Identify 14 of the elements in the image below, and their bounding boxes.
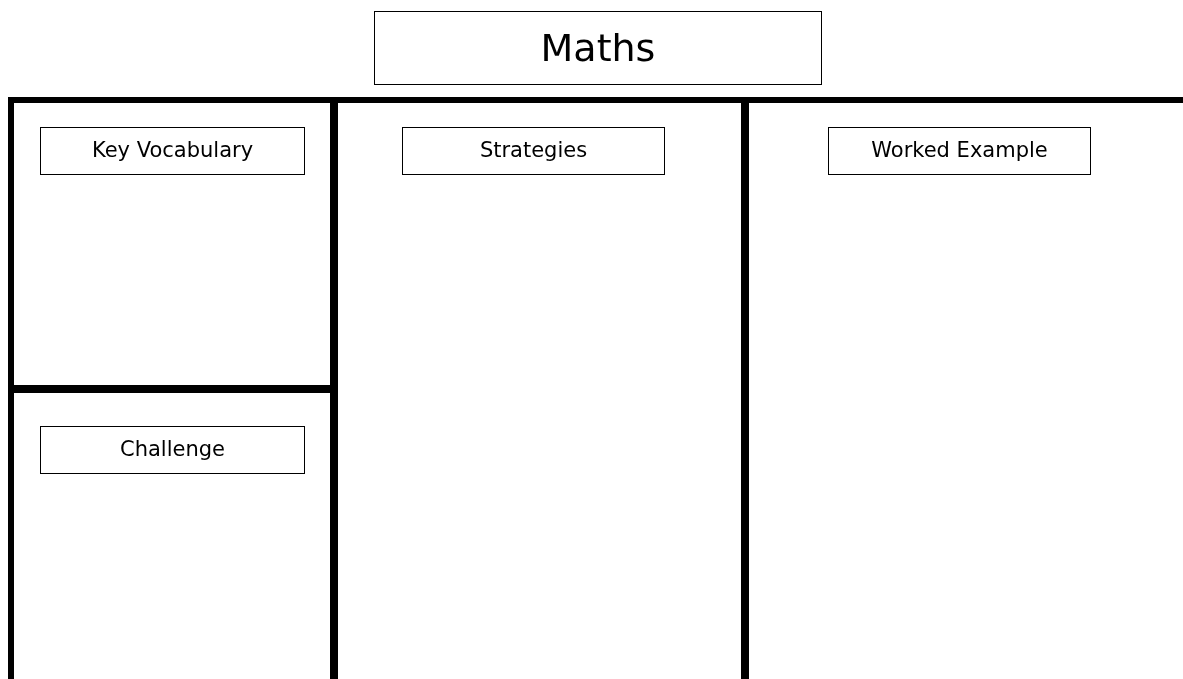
heading-text: Worked Example bbox=[871, 137, 1048, 165]
heading-box bbox=[40, 426, 305, 474]
heading-box bbox=[402, 127, 665, 175]
heading-text: Challenge bbox=[120, 436, 225, 464]
panel-frame bbox=[741, 97, 1183, 679]
title-box bbox=[374, 11, 822, 85]
heading-text: Maths bbox=[540, 24, 656, 72]
heading-box bbox=[828, 127, 1091, 175]
heading-box bbox=[40, 127, 305, 175]
heading-text: Strategies bbox=[479, 137, 588, 165]
panel-frame bbox=[330, 97, 749, 679]
panel-frame bbox=[8, 97, 338, 393]
panel-frame bbox=[8, 385, 338, 679]
heading-text: Key Vocabulary bbox=[91, 137, 254, 165]
